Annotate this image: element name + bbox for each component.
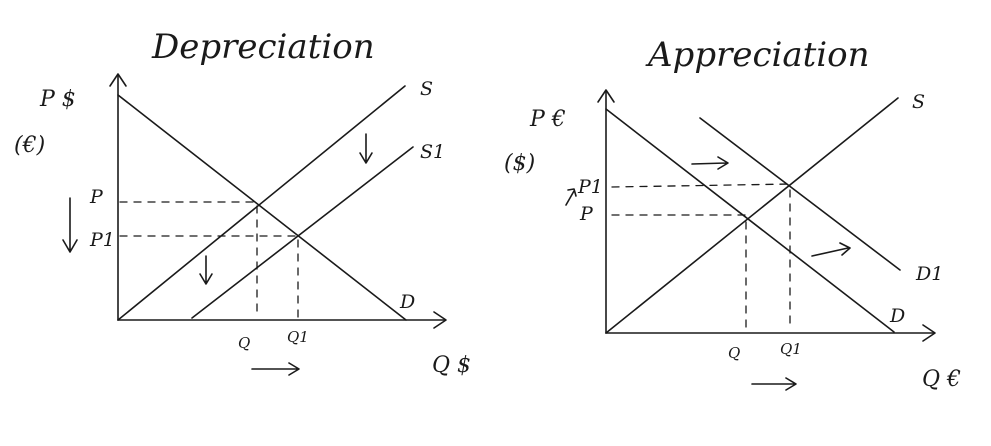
left-qty-label: Q [238, 334, 250, 352]
left-panel: Depreciation P $ (€) Q $ D S S1 P P1 Q [14, 27, 471, 378]
left-qty-new-label: Q1 [287, 328, 309, 346]
right-x-axis-label: Q € [922, 367, 961, 392]
right-supply-label: S [912, 91, 925, 113]
right-demand-shifted-line [699, 117, 901, 271]
left-demand-label: D [399, 291, 415, 313]
left-y-axis-sublabel: (€) [14, 133, 45, 158]
right-demand-shift-arrow-lower [811, 242, 851, 257]
right-price-up-arrow [565, 188, 577, 206]
right-qty-right-arrow [751, 377, 797, 391]
left-supply-shifted-line [191, 146, 414, 319]
left-x-axis-label: Q $ [432, 353, 471, 378]
left-demand-line [117, 94, 407, 321]
left-price-new-label: P1 [89, 229, 115, 251]
right-demand-shift-arrow-upper [691, 156, 729, 170]
left-supply-shift-arrow-lower [199, 255, 213, 285]
right-demand-label: D [889, 305, 905, 327]
right-title: Appreciation [645, 35, 870, 75]
left-supply-shifted-label: S1 [420, 141, 445, 163]
left-supply-label: S [420, 78, 433, 100]
left-x-axis-arrow [433, 311, 447, 329]
left-price-down-arrow [62, 197, 78, 253]
right-y-axis-sublabel: ($) [504, 151, 535, 176]
right-panel: Appreciation P € ($) Q € S D D1 P1 P Q [504, 35, 961, 392]
left-y-axis-arrow [109, 73, 127, 87]
left-price-label: P [89, 186, 104, 208]
right-qty-label: Q [728, 344, 740, 362]
right-y-axis-label: P € [529, 107, 566, 132]
left-title: Depreciation [151, 27, 375, 67]
right-price-new-guide [611, 183, 793, 188]
left-qty-right-arrow [251, 362, 300, 376]
left-supply-shift-arrow-upper [359, 133, 373, 164]
right-price-new-label: P1 [577, 176, 603, 198]
left-supply-line [117, 85, 406, 321]
right-demand-line [605, 108, 895, 333]
right-y-axis-arrow [597, 89, 615, 103]
right-price-label: P [579, 203, 594, 225]
left-y-axis-label: P $ [39, 87, 76, 112]
right-qty-new-label: Q1 [780, 340, 802, 358]
right-demand-shifted-label: D1 [915, 263, 943, 285]
right-supply-line [605, 97, 899, 334]
right-x-axis-arrow [922, 324, 936, 342]
